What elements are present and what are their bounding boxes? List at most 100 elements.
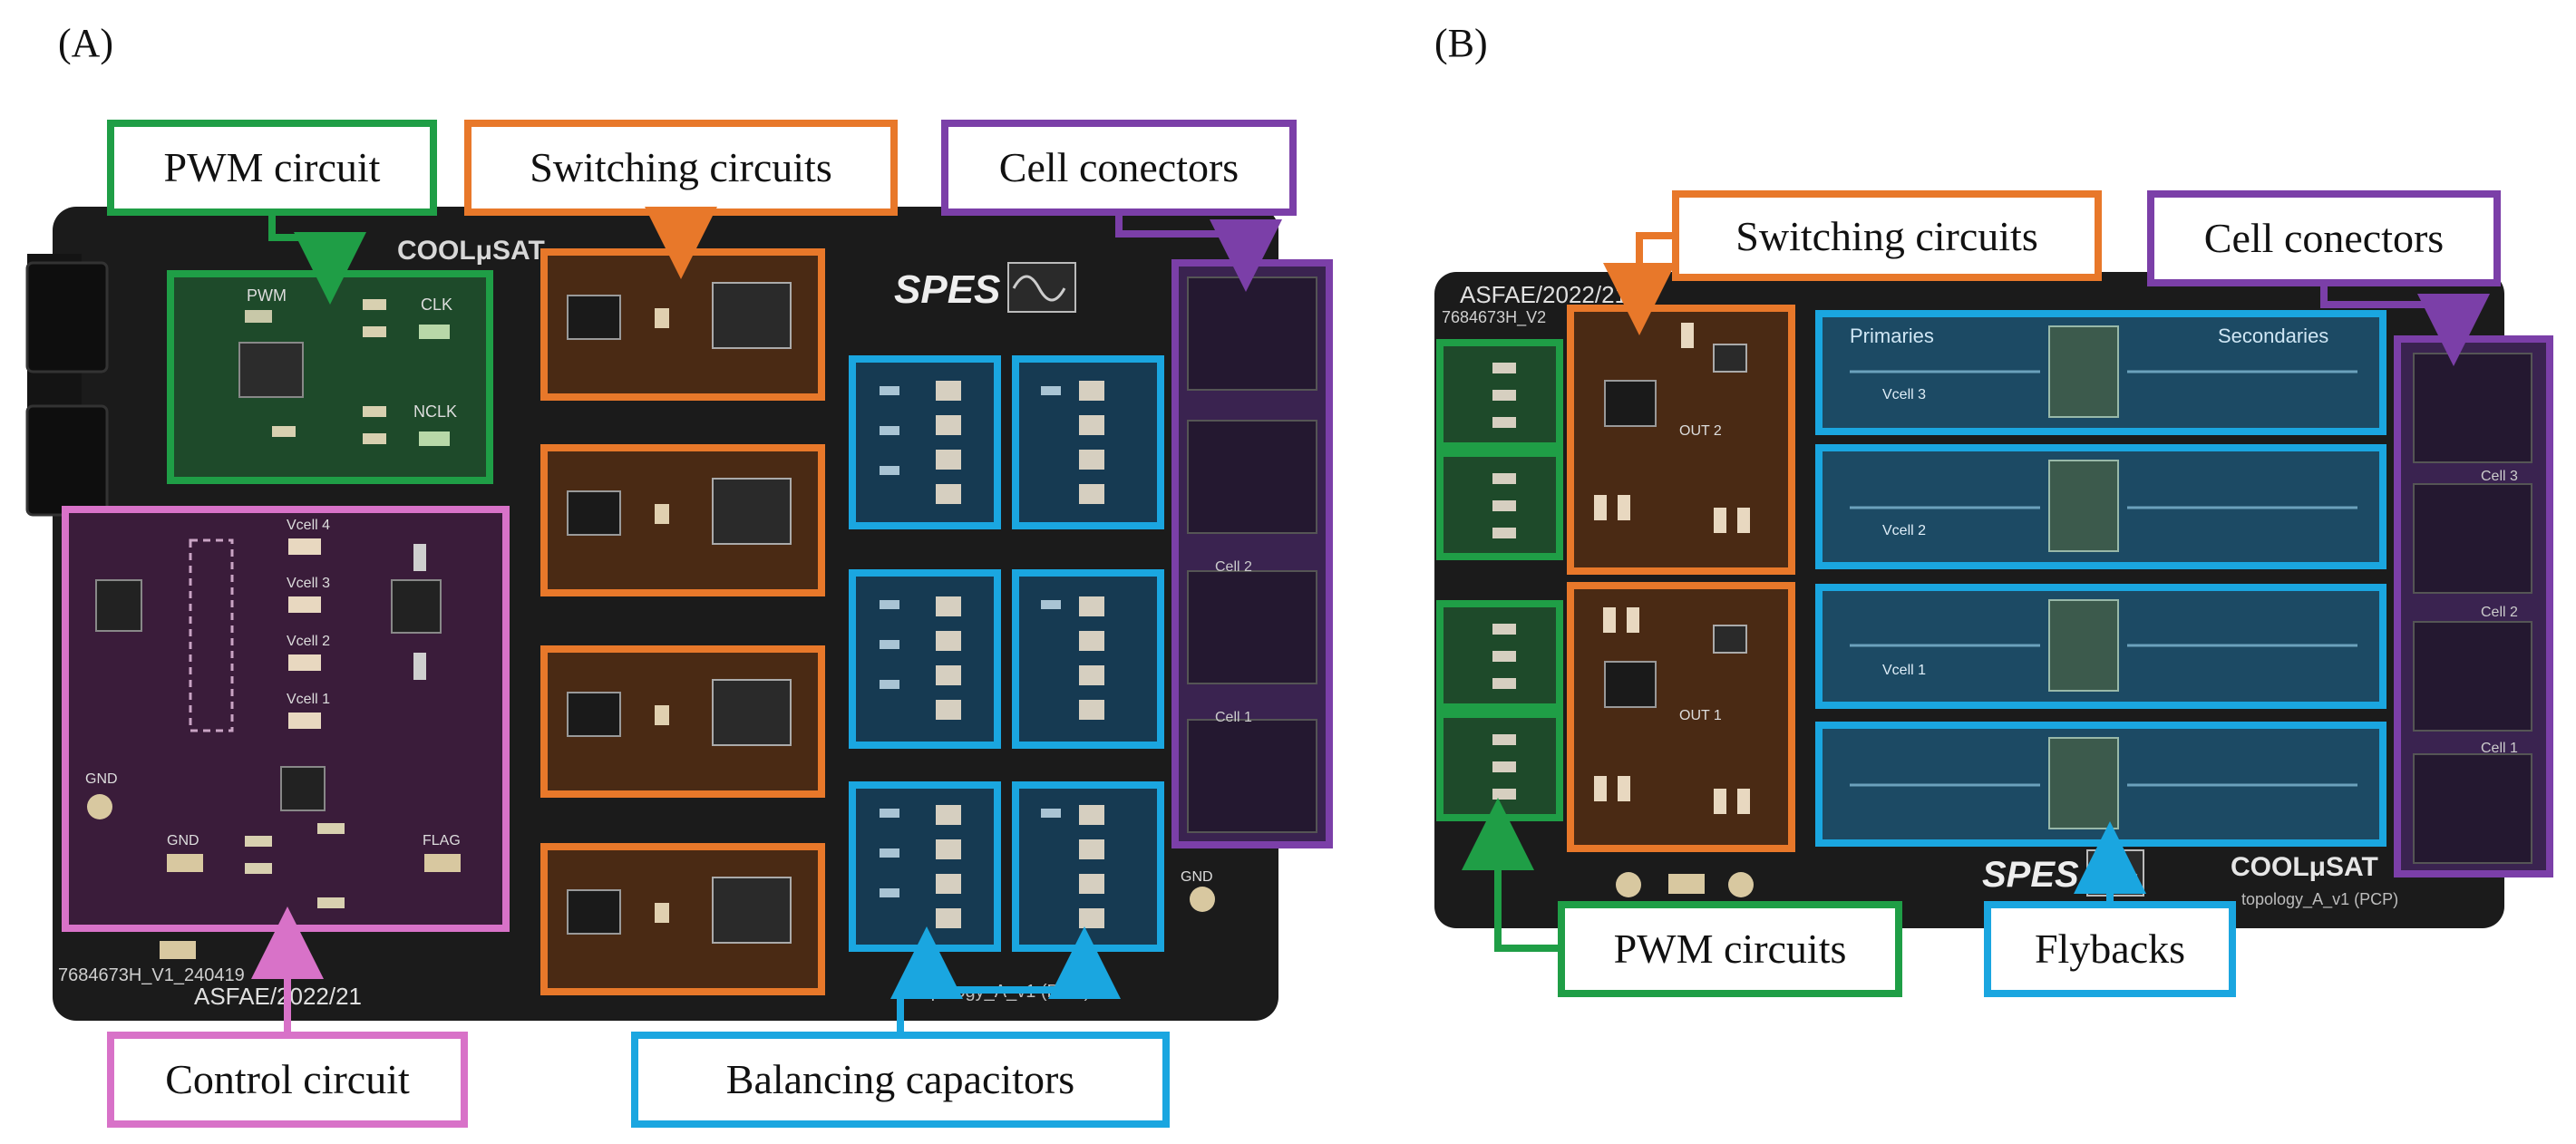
switching-fet-b-2 xyxy=(1713,625,1747,654)
callout-flybacks-b: Flybacks xyxy=(1984,821,2236,997)
switching-ic-a-3b xyxy=(712,679,792,746)
silk-out2-b: OUT 2 xyxy=(1679,423,1722,439)
label-switching-b: Switching circuits xyxy=(1735,213,2037,259)
label-balancing-a: Balancing capacitors xyxy=(726,1056,1074,1102)
cell-connector-a-4 xyxy=(1187,719,1317,833)
switching-ic-a-4a xyxy=(567,889,621,935)
switching-cap-a-4 xyxy=(655,903,669,923)
control-led-a-4 xyxy=(288,713,321,729)
gnd-pad-a-3 xyxy=(160,941,196,959)
control-led-a-1 xyxy=(288,538,321,555)
board-a-logo: SPES xyxy=(894,267,1000,312)
control-comp-a-2 xyxy=(245,863,272,874)
switching-caps-b xyxy=(1594,323,1750,814)
switching-cap-a-1 xyxy=(655,308,669,328)
control-ic-a-3 xyxy=(280,766,326,811)
silk-cell1-a: Cell 1 xyxy=(1215,710,1252,725)
pwm-comp-a-5 xyxy=(363,326,386,337)
control-comp-a-1 xyxy=(245,836,272,847)
control-diode-a-1 xyxy=(413,544,426,571)
silk-pwm: PWM xyxy=(247,286,287,305)
switching-ic-a-4b xyxy=(712,877,792,944)
pwm-parts-b xyxy=(1492,363,1516,800)
gnd-pad-a-1 xyxy=(87,794,112,819)
silk-cell3-b: Cell 3 xyxy=(2481,469,2518,484)
flyback-traces-b xyxy=(1850,370,2357,787)
callout-pwm-a: PWM circuit xyxy=(107,120,437,305)
cell-connector-a-2 xyxy=(1187,420,1317,534)
pwm-comp-a-6 xyxy=(363,406,386,417)
pwm-comp-a-3 xyxy=(419,431,450,446)
switching-ic-b-1 xyxy=(1604,380,1657,427)
silk-secondaries-b: Secondaries xyxy=(2218,325,2328,347)
balancing-region-a-1 xyxy=(849,355,1001,529)
control-ic-a-1 xyxy=(95,579,142,632)
silk-cell2-b: Cell 2 xyxy=(2481,605,2518,620)
silk-vcell4-a: Vcell 4 xyxy=(287,518,330,533)
gnd-pad-a-2 xyxy=(167,854,203,872)
callout-switching-b: Switching circuits xyxy=(1603,190,2102,335)
control-led-a-2 xyxy=(288,596,321,613)
flyback-group-b: Primaries Secondaries Vcell 3 Vcell 2 Vc… xyxy=(1815,310,2386,847)
pwm-group-b xyxy=(1436,339,1563,821)
pwm-comp-a-1 xyxy=(245,310,272,323)
balancing-region-a-5 xyxy=(849,781,1001,952)
silk-vcell2-b: Vcell 2 xyxy=(1882,523,1926,538)
board-b-id-2: ASFAE/2022/21 xyxy=(1460,281,1628,308)
silk-vcell1-b: Vcell 1 xyxy=(1882,663,1926,678)
panel-b: (B) ASFAE/2022/21 7684673H_V2 SPES COOLμ… xyxy=(1434,21,2553,997)
callout-control-a: Control circuit xyxy=(107,906,468,1128)
board-b-pad-1 xyxy=(1616,872,1641,897)
board-b-brand: COOLμSAT xyxy=(2231,852,2378,882)
pwm-comp-a-2 xyxy=(419,325,450,339)
transformers-b xyxy=(2048,325,2119,829)
cell-connector-b-3 xyxy=(2413,621,2532,732)
label-connectors-b: Cell conectors xyxy=(2204,215,2444,261)
label-control-a: Control circuit xyxy=(165,1056,410,1102)
gnd-pad-a-4 xyxy=(1190,887,1215,912)
switching-cap-a-2 xyxy=(655,504,669,524)
board-a-brand: COOLμSAT xyxy=(397,236,545,266)
callout-connectors-b: Cell conectors xyxy=(2147,190,2501,366)
board-b-pad-2 xyxy=(1668,874,1705,894)
callout-connectors-a: Cell conectors xyxy=(941,120,1297,292)
panel-a: (A) COOLμSAT SPES 7684673H_V1_240419 ASF… xyxy=(25,21,1333,1128)
board-b-id-1: 7684673H_V2 xyxy=(1442,308,1546,327)
board-b-logo: SPES xyxy=(1982,855,2079,895)
silk-cell1-b: Cell 1 xyxy=(2481,741,2518,756)
balancing-caps-a xyxy=(936,381,1104,928)
panel-b-letter: (B) xyxy=(1434,21,1488,65)
balancing-group-a xyxy=(849,355,1164,952)
callout-switching-a: Switching circuits xyxy=(464,120,898,279)
callout-balancing-a: Balancing capacitors xyxy=(631,926,1170,1128)
board-a-id-1: 7684673H_V1_240419 xyxy=(58,965,245,985)
rj-connector-a-1 xyxy=(25,261,109,373)
switching-ic-a-2a xyxy=(567,490,621,536)
silk-vcell2-a: Vcell 2 xyxy=(287,634,330,649)
switching-cap-a-3 xyxy=(655,705,669,725)
label-switching-a: Switching circuits xyxy=(530,144,831,190)
panel-a-letter: (A) xyxy=(58,21,113,65)
silk-gnd-a: GND xyxy=(85,771,118,787)
cell-connector-b-4 xyxy=(2413,753,2532,864)
rj-connector-a-2 xyxy=(25,404,109,517)
silk-vcell3-b: Vcell 3 xyxy=(1882,387,1926,402)
silk-clk: CLK xyxy=(421,296,452,314)
silk-vcell3-a: Vcell 3 xyxy=(287,576,330,591)
switching-region-b-1 xyxy=(1567,305,1795,575)
pwm-ic-a xyxy=(238,342,304,398)
switching-fet-b-1 xyxy=(1713,344,1747,373)
balancing-region-a-3 xyxy=(849,569,1001,749)
cell-connector-a-3 xyxy=(1187,570,1317,684)
label-flybacks-b: Flybacks xyxy=(2035,926,2185,972)
pwm-comp-a-7 xyxy=(363,433,386,444)
silk-gnd-a-2: GND xyxy=(167,833,199,848)
control-diode-a-2 xyxy=(413,653,426,680)
silk-gnd-a-3: GND xyxy=(1181,869,1213,885)
silk-primaries-b: Primaries xyxy=(1850,325,1934,347)
pwm-comp-a-8 xyxy=(272,426,296,437)
silk-vcell1-a: Vcell 1 xyxy=(287,692,330,707)
silk-flag-a: FLAG xyxy=(423,833,461,848)
board-b-pad-3 xyxy=(1728,872,1754,897)
